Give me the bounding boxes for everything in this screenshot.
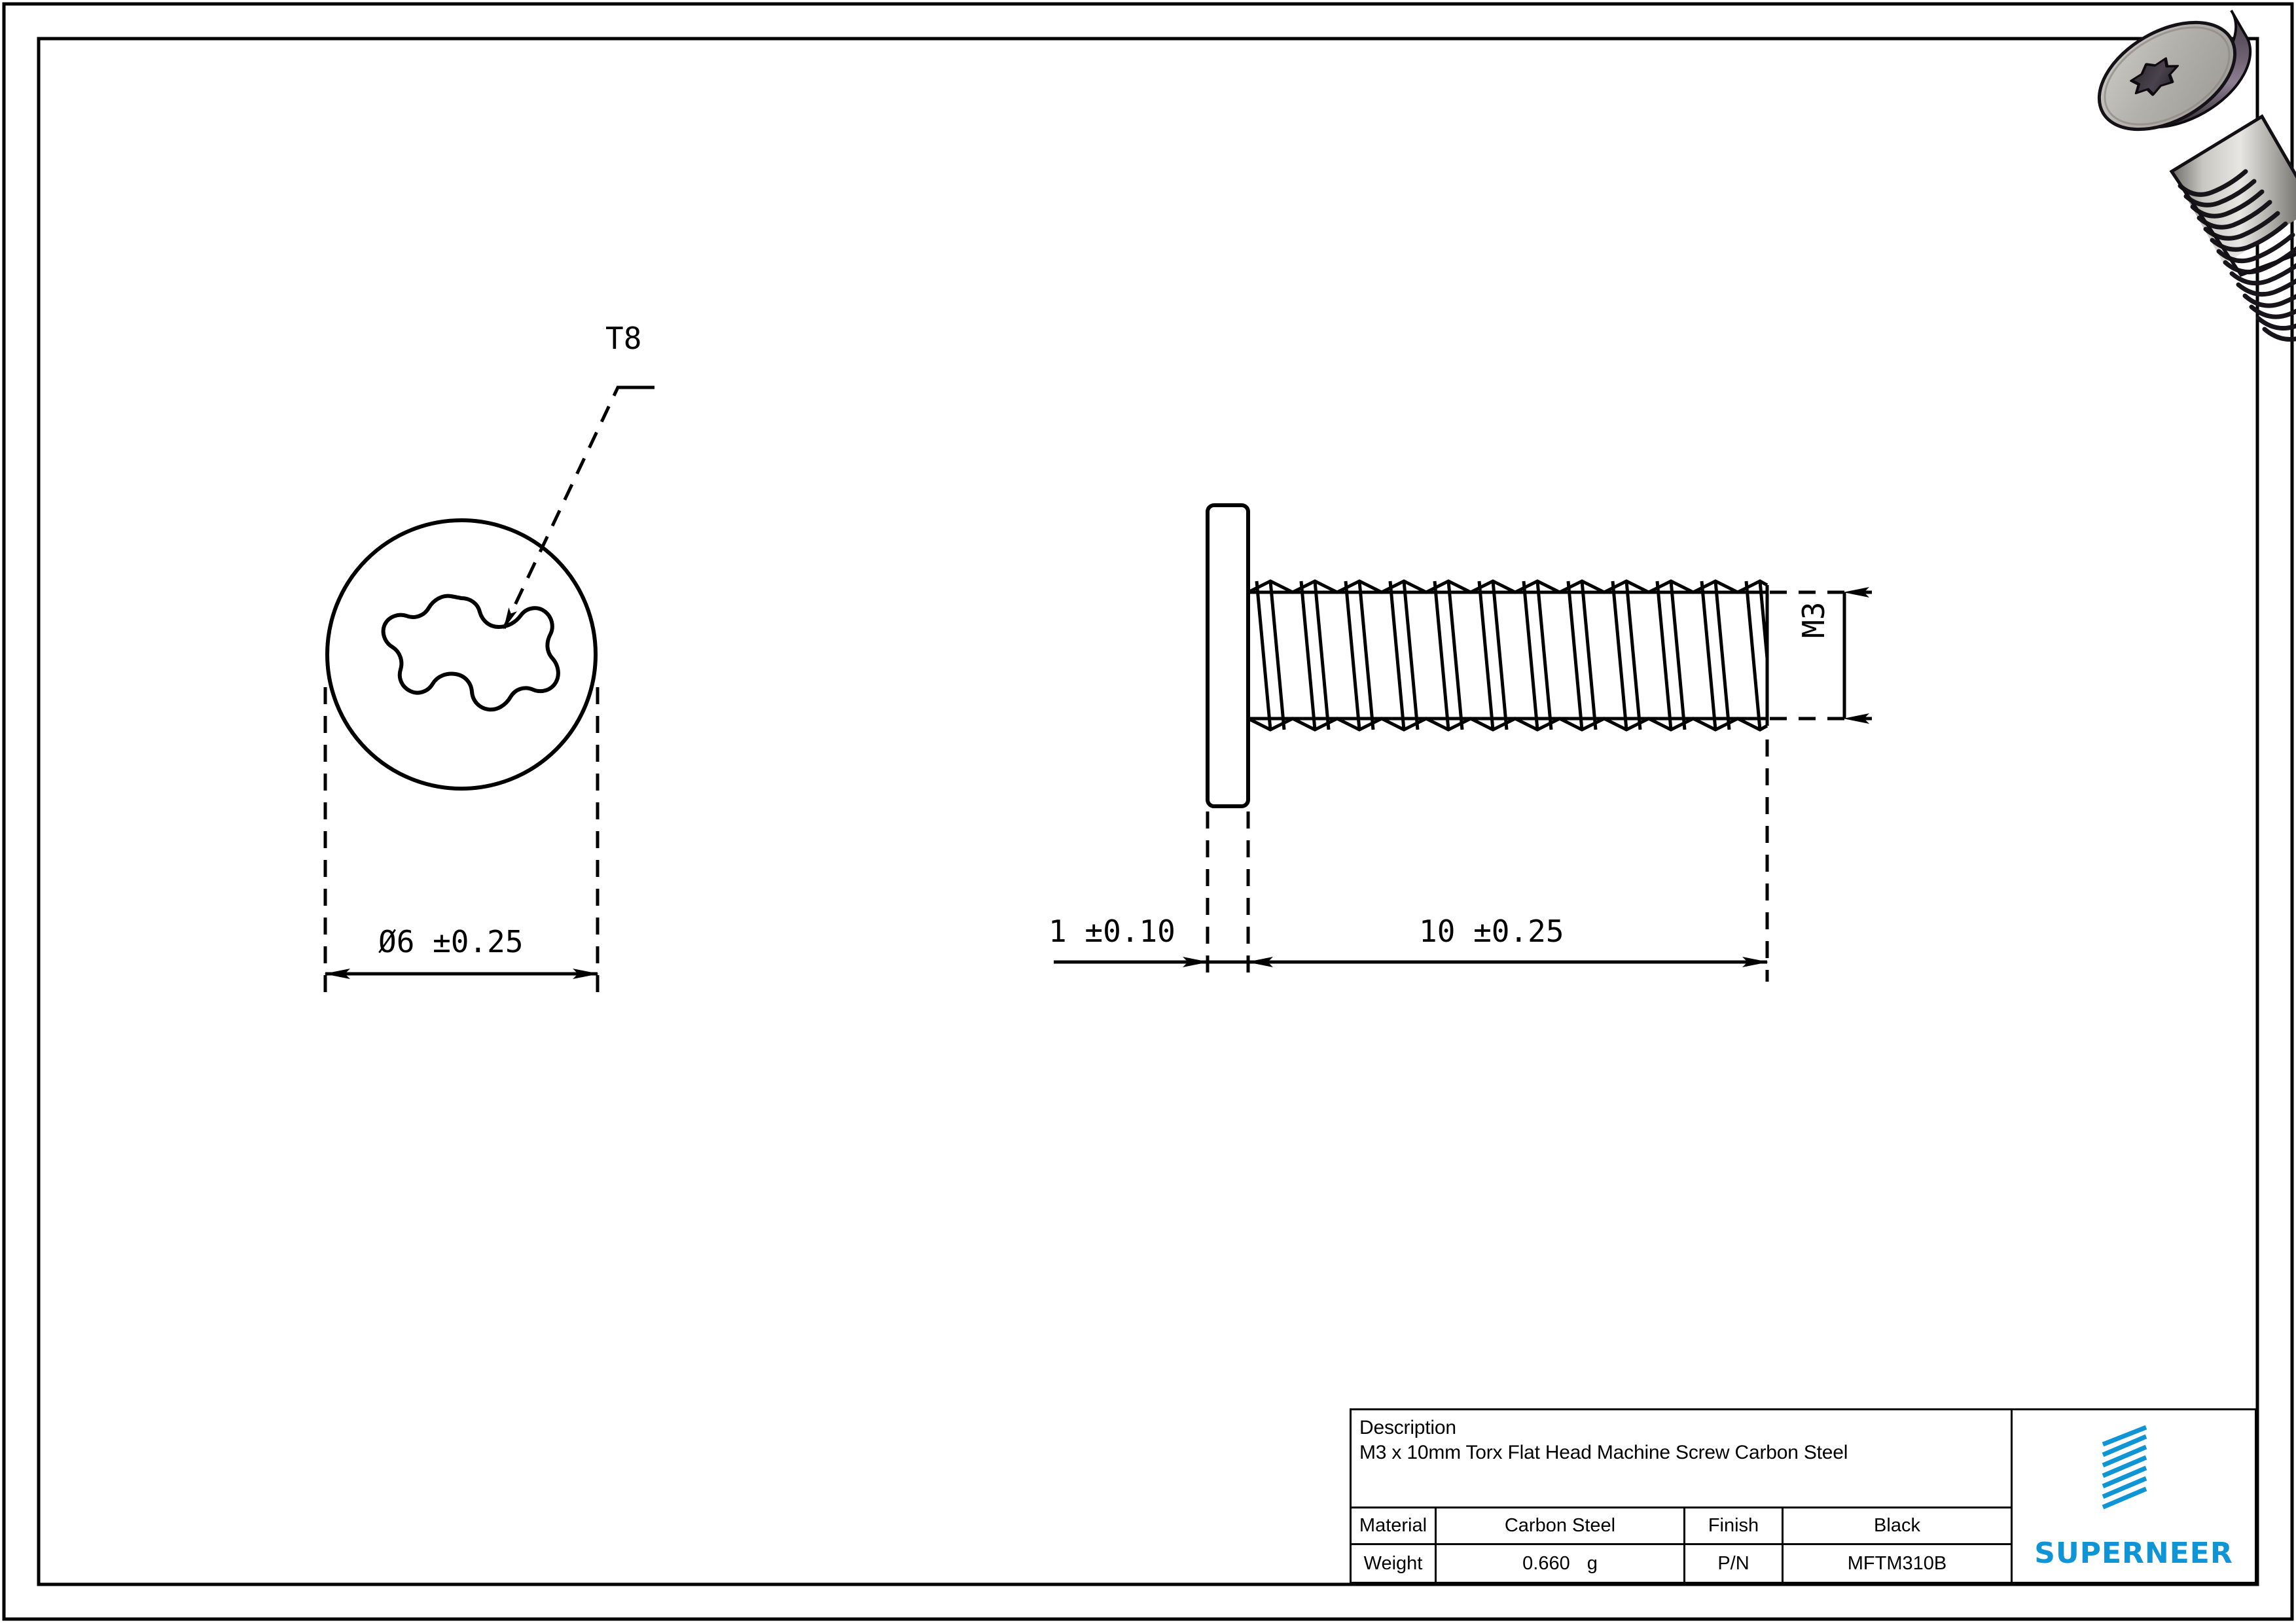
part-number-value: MFTM310B [1847,1552,1947,1574]
front-view-group [323,385,655,995]
superneer-logo-icon [2102,1425,2147,1510]
material-row: Material Carbon Steel Finish Black [1352,1508,2011,1545]
finish-label: Finish [1685,1508,1784,1543]
torx-socket-3d [2130,57,2179,96]
description-cell: Description M3 x 10mm Torx Flat Head Mac… [1352,1410,2011,1508]
dim-text-thread-size: M3 [1796,601,1831,638]
weight-label: Weight [1352,1545,1437,1582]
description-label: Description [1359,1417,1456,1438]
screw-head-profile [1206,503,1250,808]
callout-drive-size: T8 [605,321,642,356]
thread-profile [1247,579,1769,732]
dim-text-head-thickness: 1 ±0.10 [1049,914,1175,949]
dim-text-thread-length: 10 ±0.25 [1419,914,1564,949]
dim-text-head-diameter: Ø6 ±0.25 [378,924,524,959]
title-block: Description M3 x 10mm Torx Flat Head Mac… [1350,1408,2257,1584]
weight-value: 0.660 [1522,1552,1570,1574]
finish-value: Black [1874,1515,1920,1536]
brand-name: SUPERNEER [2034,1537,2233,1570]
title-block-left: Description M3 x 10mm Torx Flat Head Mac… [1352,1410,2013,1582]
description-value: M3 x 10mm Torx Flat Head Machine Screw C… [1359,1442,1848,1464]
side-view-group [1054,503,1872,982]
weight-unit: g [1587,1552,1598,1574]
sheet-inner-border [37,37,2259,1586]
material-label: Material [1352,1508,1437,1543]
brand-cell: SUPERNEER [2013,1410,2255,1582]
weight-row: Weight 0.660 g P/N MFTM310B [1352,1545,2011,1582]
weight-value-cell: 0.660 g [1437,1545,1685,1582]
part-number-label: P/N [1685,1545,1784,1582]
material-value: Carbon Steel [1437,1508,1685,1543]
screw-head-3d [2097,9,2252,132]
isometric-screw-render [2097,9,2296,342]
